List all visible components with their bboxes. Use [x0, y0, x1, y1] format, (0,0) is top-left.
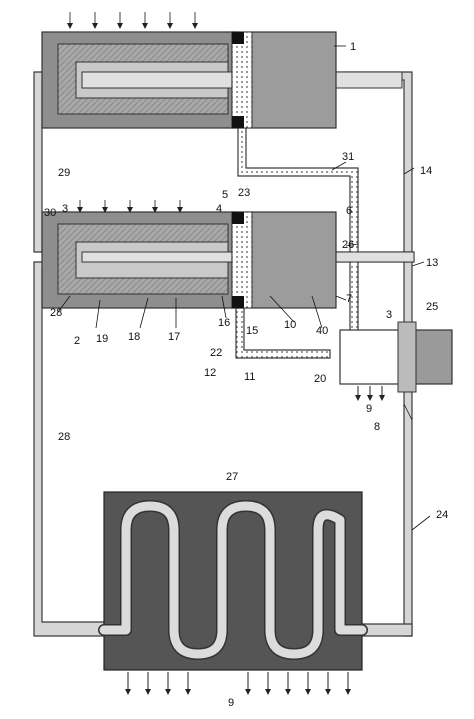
label-15: 15 — [246, 325, 258, 337]
unit-25-fan-grille — [397, 321, 417, 393]
label-18: 18 — [128, 331, 140, 343]
label-3a: 3 — [62, 203, 68, 215]
unit-2-plug-bottom — [232, 296, 244, 308]
left-vertical-pipe-bottom — [33, 261, 105, 637]
label-19: 19 — [96, 333, 108, 345]
label-22: 22 — [210, 347, 222, 359]
label-10: 10 — [284, 319, 296, 331]
label-13: 13 — [426, 257, 438, 269]
label-7: 7 — [346, 293, 352, 305]
label-11: 11 — [244, 371, 255, 383]
label-23: 23 — [238, 187, 250, 199]
label-12: 12 — [204, 367, 216, 379]
radiator-heat-arrows — [125, 672, 351, 695]
label-28b: 28 — [58, 431, 70, 443]
label-24: 24 — [436, 509, 448, 521]
label-6: 6 — [346, 205, 352, 217]
label-31: 31 — [342, 151, 354, 163]
leader-lines — [57, 45, 431, 531]
unit-20-outflow-arrows — [355, 386, 385, 401]
unit-1-heat-arrows — [67, 12, 198, 29]
label-8: 8 — [374, 421, 380, 433]
radiator-serpentine-tube-fill — [99, 501, 367, 659]
unit-1-end-seal — [231, 31, 253, 129]
label-29: 29 — [58, 167, 70, 179]
label-9b: 9 — [228, 697, 234, 709]
label-4: 4 — [216, 203, 222, 215]
unit-2-plug-top — [232, 212, 244, 224]
label-30: 30 — [44, 207, 56, 219]
label-5: 5 — [222, 189, 228, 201]
unit-2-heat-arrows — [77, 200, 183, 213]
unit-1-plug-top — [232, 32, 244, 44]
label-27: 27 — [226, 471, 238, 483]
label-20: 20 — [314, 373, 326, 385]
unit-2-end-seal — [231, 211, 253, 309]
label-1: 1 — [350, 41, 356, 53]
label-17: 17 — [168, 331, 180, 343]
label-28a: 28 — [50, 307, 62, 319]
unit-1-plug-bottom — [232, 116, 244, 128]
label-40: 40 — [316, 325, 328, 337]
label-14: 14 — [420, 165, 432, 177]
label-26: 26 — [342, 239, 354, 251]
label-2: 2 — [74, 335, 80, 347]
label-3b: 3 — [386, 309, 392, 321]
label-25: 25 — [426, 301, 438, 313]
label-16: 16 — [218, 317, 230, 329]
label-9a: 9 — [366, 403, 372, 415]
